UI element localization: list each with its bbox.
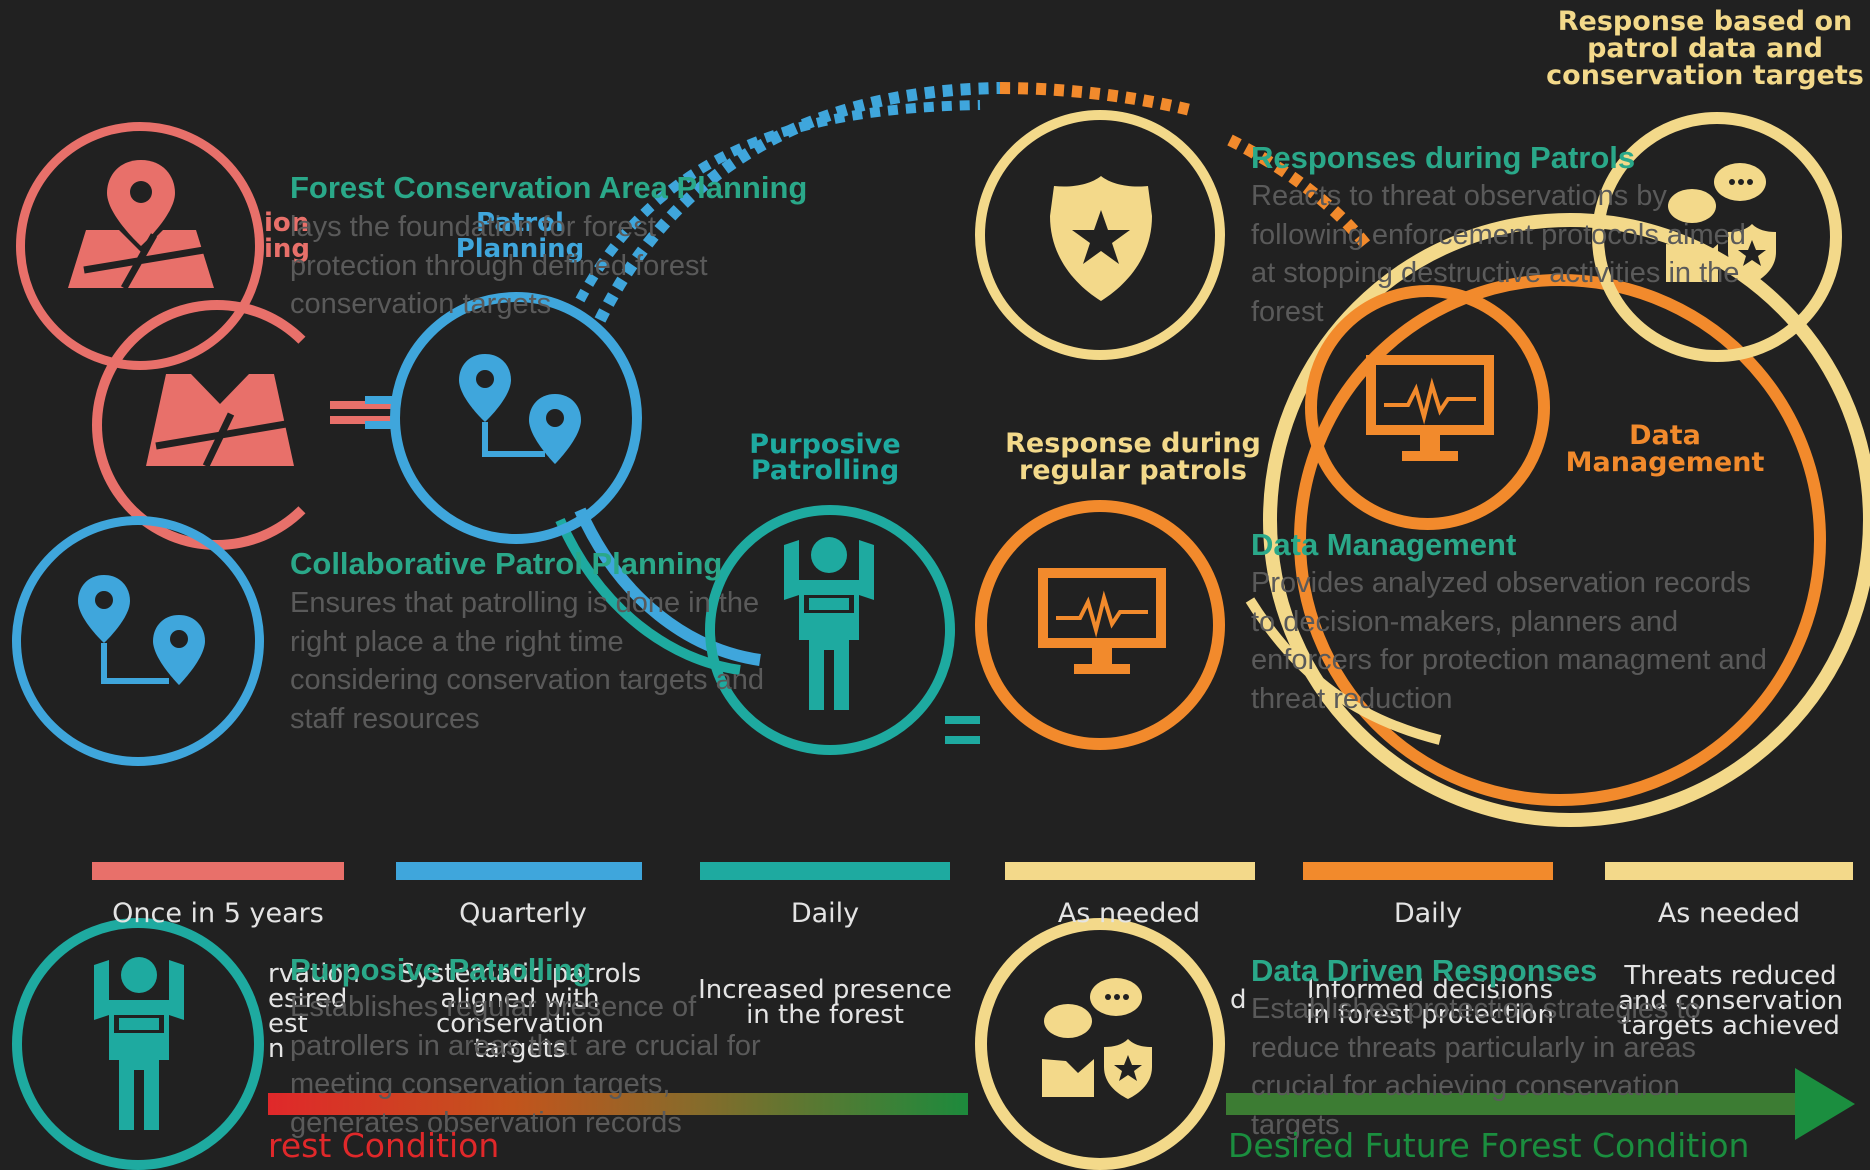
stage-circle-patrol-planning bbox=[390, 292, 642, 544]
top-right-label: Response based on patrol data and conser… bbox=[1546, 6, 1864, 91]
outer-ring-yellow bbox=[1263, 213, 1870, 827]
frequency-bar-teal bbox=[700, 862, 950, 880]
route-pins-icon-mid bbox=[459, 354, 581, 464]
frequency-label-5: Daily bbox=[1393, 898, 1463, 929]
progress-arrow-head bbox=[1795, 1068, 1855, 1140]
chat-shield-chart-icon bbox=[1042, 978, 1152, 1099]
frequency-bar-orange bbox=[1303, 862, 1553, 880]
chat-shield-chart-icon-top bbox=[1666, 163, 1776, 284]
card-desc-purposive-patrolling: Establishes regular presence of patrolle… bbox=[290, 991, 761, 1139]
bottom-label-desired-condition: Desired Future Forest Condition bbox=[1228, 1126, 1750, 1165]
card-title-forest-conservation: Forest Conservation Area Planning bbox=[290, 170, 808, 205]
card-title-data-management: Data Management bbox=[1251, 527, 1517, 562]
card-title-collaborative-patrol: Collaborative Patrol Planning bbox=[290, 546, 723, 581]
outer-ring-orange bbox=[1294, 274, 1826, 806]
outcome-col6: Threats reduced and conservation targets… bbox=[1617, 961, 1844, 1041]
outcome-col3: Increased presence in the forest bbox=[698, 975, 952, 1030]
bottom-label-left-partial: rest Condition bbox=[268, 1126, 500, 1165]
stage-circle-collaborative-patrol bbox=[12, 516, 264, 766]
card-title-data-driven-responses: Data Driven Responses bbox=[1251, 953, 1598, 988]
frequency-bar-coral bbox=[92, 862, 344, 880]
frequency-bar-blue bbox=[396, 862, 642, 880]
frequency-bar-yellow bbox=[1005, 862, 1255, 880]
ranger-icon bbox=[94, 957, 184, 1130]
ranger-icon-mid bbox=[784, 537, 874, 710]
dotted-arc-orange bbox=[999, 82, 1192, 116]
outcome-col2: Systematic patrols aligned with conserva… bbox=[398, 959, 642, 1064]
route-pins-icon bbox=[78, 575, 205, 685]
card-title-responses-during-patrols: Responses during Patrols bbox=[1251, 140, 1636, 175]
stage-circle-purposive-patrolling bbox=[705, 505, 955, 755]
card-desc-data-management: Provides analyzed observation records to… bbox=[1251, 567, 1767, 715]
label-purposive-patrolling: Purposive Patrolling bbox=[749, 429, 901, 486]
dotted-arc-blue-outer bbox=[594, 82, 1001, 323]
card-desc-data-driven-responses: Establishes protection strategies to red… bbox=[1251, 993, 1701, 1141]
frequency-label-1: Once in 5 years bbox=[112, 898, 324, 929]
stage-circle-response-shield bbox=[975, 110, 1225, 360]
frequency-label-4: As needed bbox=[1057, 898, 1201, 929]
frequency-bar-yellow-2 bbox=[1605, 862, 1853, 880]
connector-teal-right bbox=[945, 716, 980, 744]
card-desc-collaborative-patrol: Ensures that patrolling is done in the r… bbox=[290, 587, 764, 735]
dotted-arc-orange-right bbox=[1227, 134, 1375, 254]
label-conservation-planning-partial: ion ing bbox=[264, 208, 311, 264]
outcome-col5-partial: d bbox=[1230, 985, 1247, 1015]
outcome-col1-partial: rvation esired est n bbox=[268, 959, 360, 1064]
card-desc-forest-conservation: lays the foundation for forest protectio… bbox=[290, 211, 708, 320]
map-pin-icon bbox=[68, 160, 214, 290]
outcome-col5: Informed decisions in forest protection bbox=[1306, 975, 1554, 1030]
frequency-label-3: Daily bbox=[790, 898, 860, 929]
police-shield-icon bbox=[1050, 176, 1152, 301]
monitor-pulse-icon bbox=[1038, 568, 1166, 674]
label-data-management: Data Management bbox=[1565, 420, 1765, 478]
progress-arrow-right-segment bbox=[1226, 1093, 1796, 1115]
label-response-regular: Response during regular patrols bbox=[1005, 428, 1261, 486]
stage-circle-purposive-card bbox=[12, 918, 264, 1170]
connector-yellow-curve bbox=[1245, 597, 1442, 745]
progress-arrow-left-segment bbox=[268, 1093, 968, 1115]
dotted-arc-blue-inner bbox=[575, 100, 981, 303]
card-title-purposive-patrolling: Purposive Patrolling bbox=[290, 952, 592, 987]
monitor-pulse-icon-right bbox=[1366, 355, 1494, 461]
frequency-label-6: As needed bbox=[1657, 898, 1801, 929]
frequency-label-2: Quarterly bbox=[459, 898, 587, 929]
label-patrol-planning: Patrol Planning bbox=[455, 208, 585, 264]
map-icon-mid bbox=[146, 374, 294, 466]
card-desc-responses-during-patrols: Reacts to threat observations by followi… bbox=[1251, 180, 1746, 328]
